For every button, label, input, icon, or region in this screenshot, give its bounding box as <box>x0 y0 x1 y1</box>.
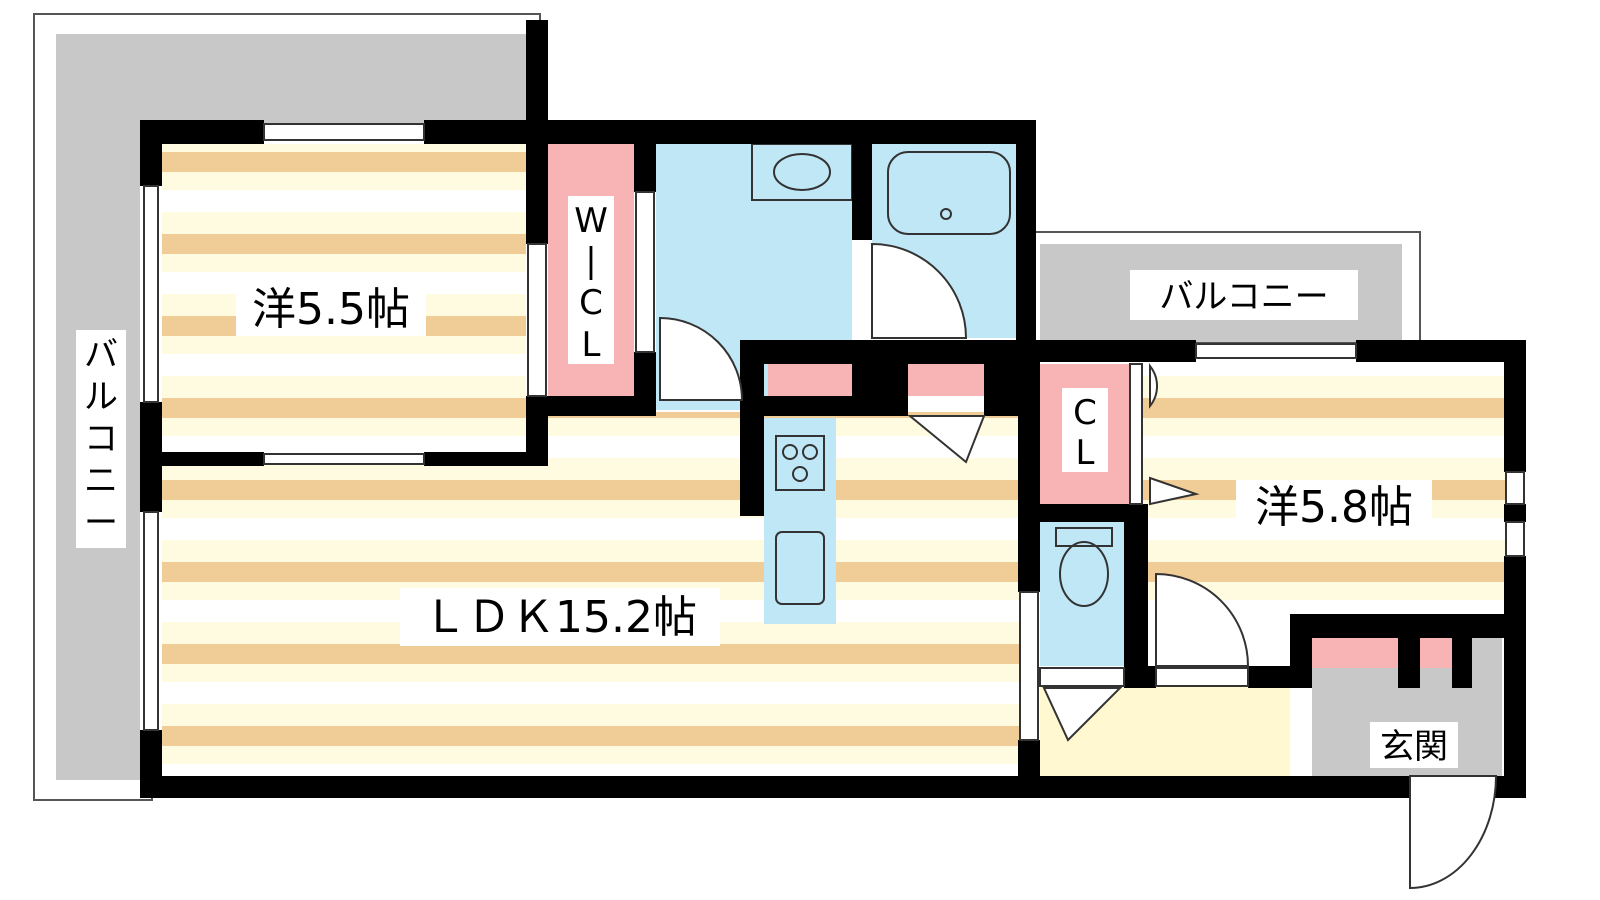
window-top-room-a <box>263 123 425 141</box>
wall-entry-box <box>1290 614 1526 638</box>
wall-ldk-right <box>1018 340 1040 592</box>
window-left-lower <box>143 511 159 731</box>
label-entrance: 玄関 <box>1380 727 1448 767</box>
wall-left-upper <box>140 120 162 186</box>
door-room-a <box>527 243 547 397</box>
door-swing-shelf <box>907 415 986 464</box>
label-balcony-left-4: ー <box>84 503 118 543</box>
door-swing-washroom <box>659 316 744 401</box>
wall-right-low <box>1504 556 1526 796</box>
wall-corner-post <box>526 20 548 144</box>
wall-wic-right <box>634 120 656 192</box>
walls <box>140 20 1526 798</box>
window-room-b-right-1 <box>1505 471 1525 505</box>
kitchen-sink-icon <box>775 531 825 605</box>
label-western-room-a: 洋5.5帖 <box>252 284 410 335</box>
balcony-left <box>56 34 530 780</box>
label-wic-0: W <box>574 201 608 241</box>
drain-icon <box>940 208 952 220</box>
shelf-2 <box>908 364 984 396</box>
label-cl-0: C <box>1073 393 1097 433</box>
label-balcony-left-3: ニ <box>84 461 118 501</box>
burner-icon-3 <box>792 466 808 482</box>
wall-wic-bottom <box>526 396 654 416</box>
label-balcony-left-2: コ <box>84 419 118 459</box>
label-cl-1: L <box>1076 433 1095 473</box>
stove-icon <box>775 435 825 491</box>
label-balcony-left-1: ル <box>84 377 118 417</box>
wall-shoe-divider <box>1398 638 1420 688</box>
door-swing-room-b <box>1155 572 1250 667</box>
wall-entry-left <box>1290 614 1312 688</box>
door-swing-toilet <box>1042 687 1123 742</box>
kitchen-counter <box>764 418 836 624</box>
door-swing-entrance <box>1409 775 1498 890</box>
wall-wash-bottom <box>740 396 852 416</box>
wall-room-b-top-l <box>1018 340 1196 362</box>
bathtub-icon <box>887 151 1011 235</box>
wall-room-a-bottom-r <box>424 452 548 466</box>
wall-toilet-bottom <box>1124 666 1156 688</box>
wall-bath-divider <box>852 120 872 240</box>
burner-icon-1 <box>782 444 798 460</box>
label-bg-entrance <box>1370 722 1458 768</box>
sink-icon <box>773 153 831 191</box>
label-bg-cl <box>1062 388 1108 472</box>
door-cl <box>1129 363 1143 505</box>
wall-bottom <box>140 776 1526 798</box>
wall-ldk-right-low <box>1018 740 1040 796</box>
wall-cl-bottom <box>1018 504 1148 522</box>
label-bg-balcony-left <box>76 330 126 548</box>
openings <box>143 123 1525 890</box>
door-swing-closet-1 <box>1149 363 1159 409</box>
wall-core <box>852 340 908 416</box>
shelf-1 <box>768 364 852 396</box>
wall-kitchen-post <box>740 340 764 516</box>
door-swing-closet-2 <box>1149 476 1200 506</box>
door-room-b-bottom <box>1155 667 1249 687</box>
wall-wic-left <box>526 120 548 244</box>
label-wic-1: | <box>585 241 596 281</box>
door-toilet-bottom <box>1039 667 1125 687</box>
label-balcony-right: バルコニー <box>1159 277 1328 317</box>
wall-room-b-right-mid <box>1504 504 1526 522</box>
label-bg-ldk <box>400 588 720 646</box>
shoe-box-2 <box>1420 638 1452 668</box>
label-bg-wic <box>568 196 614 364</box>
door-wic <box>635 191 655 353</box>
label-western-room-b: 洋5.8帖 <box>1255 482 1413 533</box>
wall-wic-right-low <box>634 352 656 416</box>
window-left-upper <box>143 185 159 403</box>
toilet-tank-icon <box>1055 527 1113 547</box>
door-ldk-right <box>1019 591 1039 741</box>
wall-room-a-bottom <box>140 452 264 466</box>
wall-top-mid <box>424 120 1036 144</box>
label-bg-room-b <box>1236 480 1432 536</box>
burner-icon-2 <box>802 444 818 460</box>
wall-shoe-right <box>1452 638 1472 688</box>
label-wic-3: L <box>582 325 601 365</box>
wall-bath-right <box>1016 120 1036 352</box>
wall-room-b-right <box>1504 340 1526 472</box>
door-swing-bathroom <box>871 242 968 339</box>
label-ldk: ＬＤＫ15.2帖 <box>423 592 697 643</box>
label-wic-2: C <box>579 283 603 323</box>
window-right-balcony <box>1195 343 1357 359</box>
label-bg-balcony-right <box>1130 270 1358 320</box>
window-room-a-bottom <box>263 453 425 465</box>
toilet-bowl-icon <box>1059 541 1109 607</box>
shoe-box-1 <box>1312 638 1398 668</box>
wall-toilet-right <box>1124 504 1148 688</box>
label-bg-room-a <box>236 282 426 336</box>
wall-room-b-top-r <box>1356 340 1526 362</box>
window-room-b-right-2 <box>1505 521 1525 557</box>
label-balcony-left-0: バ <box>84 335 118 375</box>
labels: 洋5.5帖 洋5.8帖 ＬＤＫ15.2帖 バルコニー バ ル コ ニ ー W |… <box>76 196 1458 768</box>
